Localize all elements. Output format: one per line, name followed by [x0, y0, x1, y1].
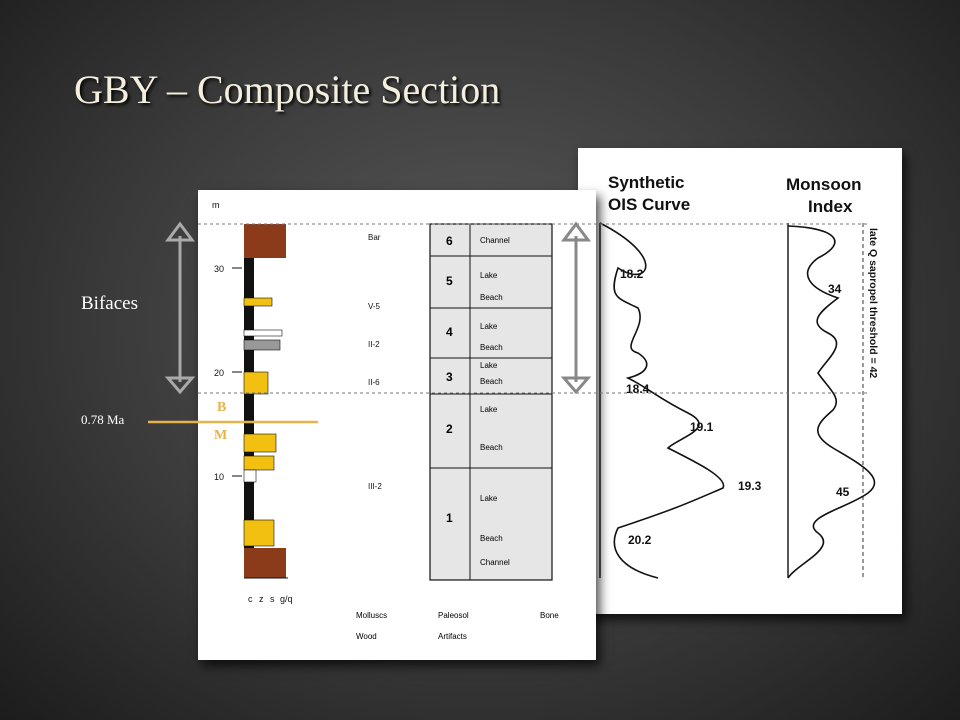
site-bar: Bar	[368, 233, 381, 242]
layer-paleosol-top	[244, 224, 286, 258]
strat-figure: m 30 20 10 c z s g/q Bar V-5 II-2 II-6 I…	[212, 200, 559, 641]
depth-tick-30: 30	[214, 264, 224, 274]
legend-bone: Bone	[540, 611, 559, 620]
cycle-2-label-0: Lake	[480, 405, 498, 414]
cycle-5-label-0: Lake	[480, 271, 498, 280]
layer-yellow-2	[243, 371, 269, 395]
ois-monsoon-panel: Synthetic OIS Curve Monsoon Index 18.2 1…	[578, 148, 902, 614]
layer-yellow-4	[243, 455, 275, 471]
strat-panel: m 30 20 10 c z s g/q Bar V-5 II-2 II-6 I…	[198, 190, 596, 660]
ois-curve	[599, 222, 725, 579]
ois-title-line1: Synthetic	[608, 173, 685, 192]
polarity-b: B	[217, 400, 227, 415]
cycle-5-num: 5	[446, 274, 453, 288]
site-v5: V-5	[368, 302, 381, 311]
cycle-2-label-1: Beach	[480, 443, 503, 452]
layer-yellow-3	[243, 433, 277, 453]
cycle-1-label-2: Channel	[480, 558, 510, 567]
legend-artifacts: Artifacts	[438, 632, 467, 641]
cycle-4-label-0: Lake	[480, 322, 498, 331]
grain-s: s	[270, 594, 275, 604]
ois-monsoon-figure: Synthetic OIS Curve Monsoon Index 18.2 1…	[599, 173, 879, 579]
age-label: 0.78 Ma	[81, 412, 125, 427]
ois-label-182: 18.2	[620, 267, 644, 281]
layer-grey-1	[243, 339, 281, 351]
cycle-3-label-1: Beach	[480, 377, 503, 386]
cycle-2-num: 2	[446, 422, 453, 436]
cycle-1-num: 1	[446, 511, 453, 525]
grain-z: z	[259, 594, 264, 604]
site-iii2: III-2	[368, 482, 382, 491]
layer-white-1	[243, 329, 283, 337]
layer-paleosol-bottom	[244, 548, 286, 578]
cycle-6-label-0: Channel	[480, 236, 510, 245]
grain-c: c	[248, 594, 253, 604]
biface-arrow-left	[164, 221, 196, 395]
site-ii6: II-6	[368, 378, 380, 387]
bifaces-label: Bifaces	[81, 293, 138, 314]
slide-title: GBY – Composite Section	[74, 67, 501, 112]
layer-yellow-1	[243, 297, 273, 307]
cycle-5-label-1: Beach	[480, 293, 503, 302]
monsoon-label-45: 45	[836, 485, 850, 499]
monsoon-curve	[787, 225, 876, 579]
ois-label-191: 19.1	[690, 420, 714, 434]
layer-yellow-5	[243, 519, 275, 547]
legend-molluscs: Molluscs	[356, 611, 387, 620]
legend-wood: Wood	[356, 632, 377, 641]
monsoon-title-line1: Monsoon	[786, 175, 862, 194]
ois-label-184: 18.4	[626, 382, 650, 396]
grain-gq: g/q	[280, 594, 293, 604]
cycle-4-num: 4	[446, 325, 453, 339]
cycle-4-label-1: Beach	[480, 343, 503, 352]
ois-label-202: 20.2	[628, 533, 652, 547]
site-ii2: II-2	[368, 340, 380, 349]
column-spine	[244, 224, 254, 578]
ois-label-193: 19.3	[738, 479, 762, 493]
unit-label: m	[212, 200, 220, 210]
legend-paleosol: Paleosol	[438, 611, 469, 620]
cycle-1-label-0: Lake	[480, 494, 498, 503]
depth-tick-10: 10	[214, 472, 224, 482]
monsoon-label-34: 34	[828, 282, 842, 296]
depth-tick-20: 20	[214, 368, 224, 378]
polarity-m: M	[214, 428, 228, 443]
cycle-1-label-1: Beach	[480, 534, 503, 543]
cycle-3-label-0: Lake	[480, 361, 498, 370]
layer-white-2	[243, 469, 257, 483]
cycle-3-num: 3	[446, 370, 453, 384]
cycle-6-num: 6	[446, 234, 453, 248]
monsoon-title-line2: Index	[808, 197, 853, 216]
ois-title-line2: OIS Curve	[608, 195, 690, 214]
monsoon-threshold-label: late Q sapropel threshold = 42	[867, 228, 879, 378]
